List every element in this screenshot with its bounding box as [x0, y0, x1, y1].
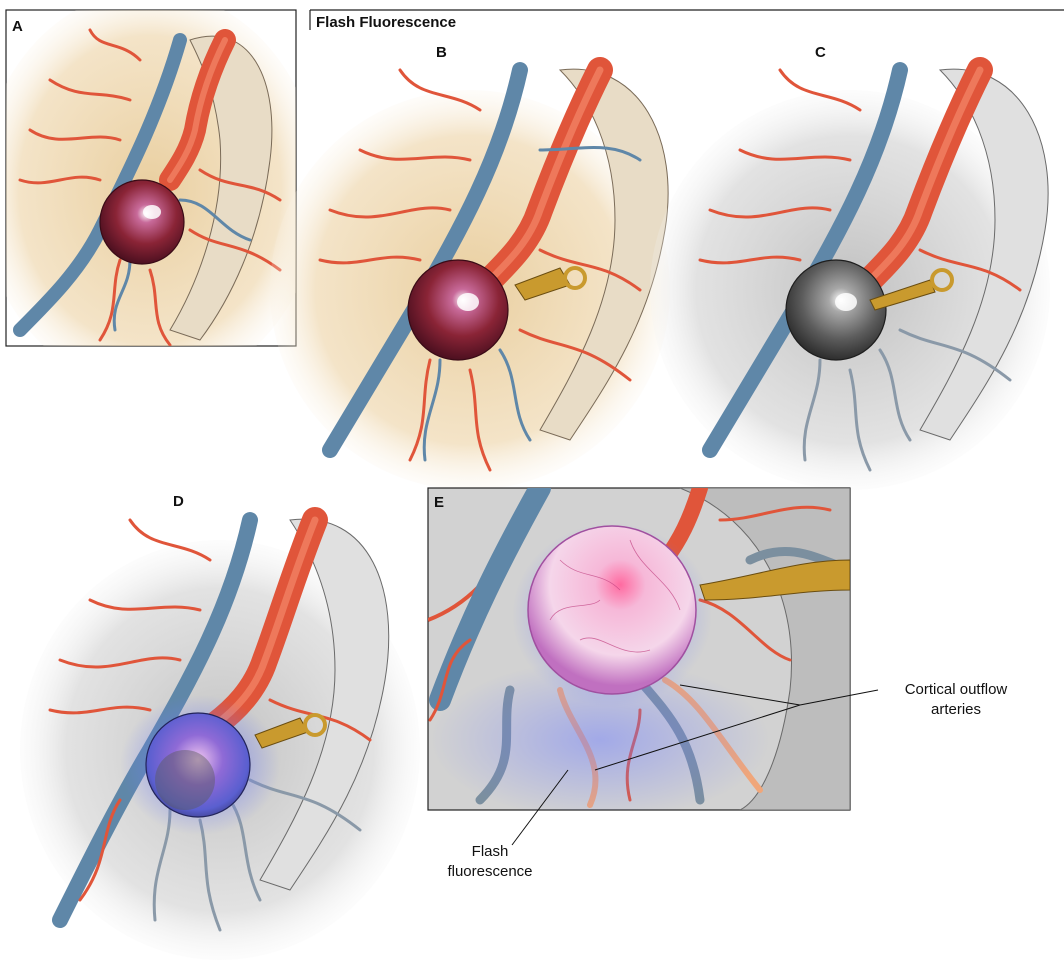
callout-flash-line-1: Flash [471, 843, 509, 860]
aneurysm-clip-d [254, 713, 327, 749]
panel-label-c: C [815, 44, 826, 61]
aneurysm-clip-c [869, 268, 954, 311]
leader-lines [511, 684, 879, 846]
figure-title: Flash Fluorescence [316, 14, 457, 31]
callout-cortical-outflow-arteries: Cortical outflow arteries [878, 680, 1034, 720]
panel-c [650, 57, 1050, 490]
callout-cortical-line-1: Cortical outflow [904, 681, 1008, 698]
aneurysm-clip-b [514, 266, 587, 301]
callout-flash-line-2: fluorescence [447, 863, 533, 880]
panel-label-d: D [173, 493, 184, 510]
panel-b [270, 57, 670, 490]
panel-label-e: E [434, 494, 445, 511]
callout-cortical-line-2: arteries [930, 701, 982, 718]
callout-flash-fluorescence: Flash fluorescence [430, 842, 550, 882]
panel-label-a: A [12, 18, 23, 35]
panel-a [5, 9, 297, 347]
panel-e [427, 487, 851, 811]
panel-label-b: B [436, 44, 447, 61]
aneurysm-clip-e [699, 559, 850, 601]
panel-d [20, 507, 420, 960]
